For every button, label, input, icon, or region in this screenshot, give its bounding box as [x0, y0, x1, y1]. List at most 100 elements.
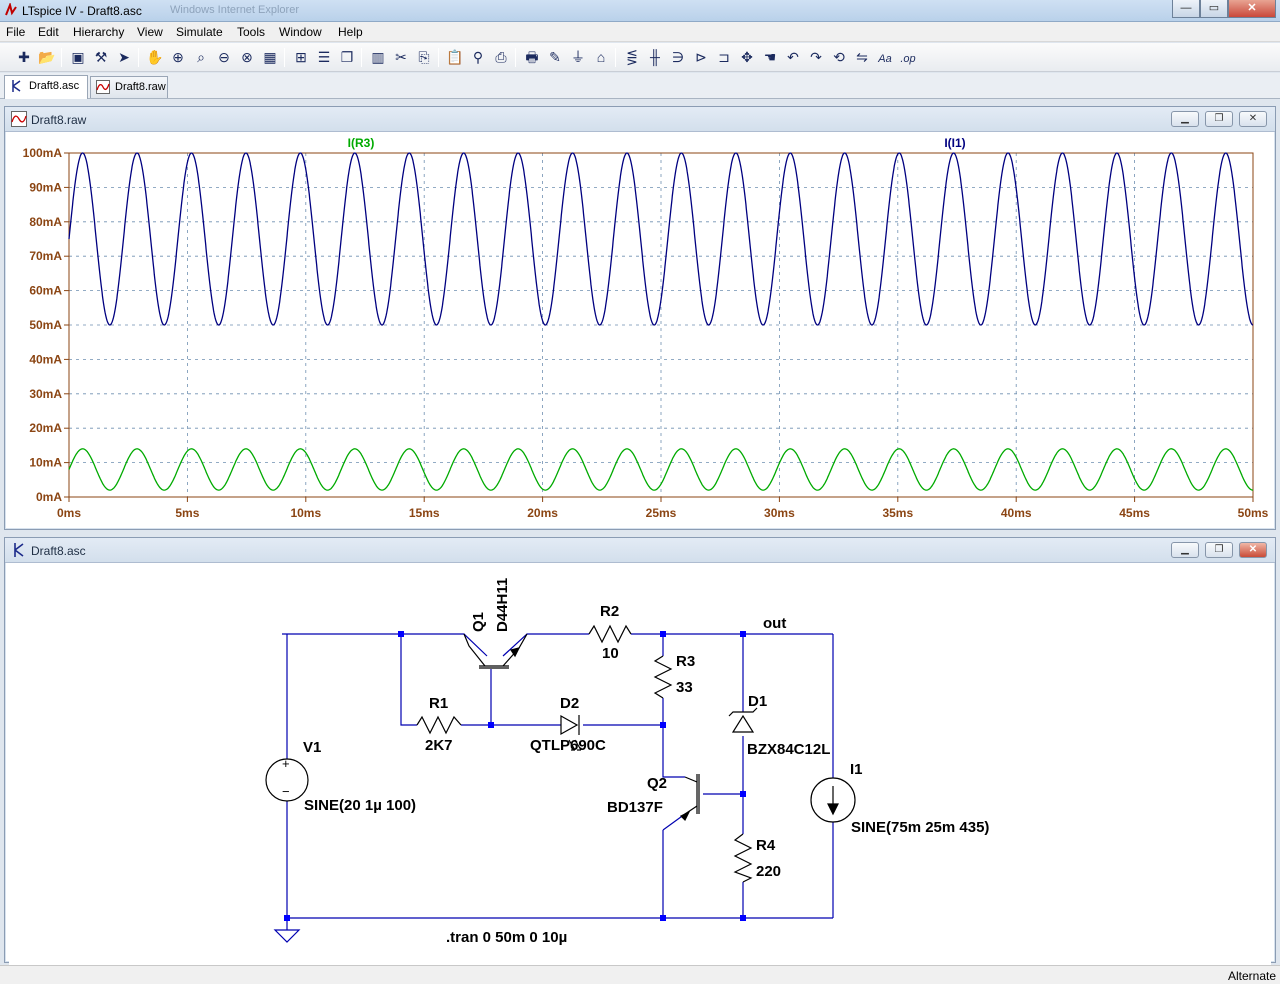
mirror-button[interactable]: ⇋: [852, 47, 872, 67]
plot-restore-button[interactable]: ❐: [1205, 111, 1233, 127]
y-tick-label: 90mA: [29, 180, 62, 194]
paste-button[interactable]: 📋: [445, 47, 465, 67]
halt-button[interactable]: ✋: [145, 47, 165, 67]
zoom-in-icon: ⊕: [172, 49, 184, 65]
move-button[interactable]: ✥: [737, 47, 757, 67]
resistor-r4[interactable]: [733, 833, 753, 883]
plot-close-button[interactable]: ✕: [1239, 111, 1267, 127]
window-titlebar[interactable]: LTspice IV - Draft8.asc Windows Internet…: [0, 0, 1280, 22]
x-tick-label: 5ms: [175, 506, 199, 520]
x-tick-label: 40ms: [1001, 506, 1032, 520]
plot-window-titlebar[interactable]: Draft8.raw ▁ ❐ ✕: [5, 107, 1275, 132]
zoom-fit-button[interactable]: ⊗: [237, 47, 257, 67]
restore-icon: ❐: [1214, 113, 1224, 124]
legend-ii1[interactable]: I(I1): [944, 136, 965, 150]
cascade-button[interactable]: ❐: [337, 47, 357, 67]
find-button[interactable]: ⚲: [468, 47, 488, 67]
zoom-in-button[interactable]: ⊕: [168, 47, 188, 67]
resistor-r2[interactable]: [588, 624, 632, 644]
menu-simulate[interactable]: Simulate: [176, 25, 223, 39]
x-tick-label: 35ms: [882, 506, 913, 520]
zener-d1[interactable]: [728, 707, 758, 733]
junction-dot: [488, 722, 494, 728]
halt-icon: ✋: [146, 49, 164, 65]
x-tick-label: 10ms: [290, 506, 321, 520]
schematic-window-titlebar[interactable]: Draft8.asc ▁ ❐ ✕: [5, 538, 1275, 563]
ground-button[interactable]: ⏚: [568, 47, 588, 67]
schematic-canvas[interactable]: Q1 D44H11 R2 10 out R3 33 R1 2K7 D2 QTLP…: [9, 564, 1271, 968]
menu-help[interactable]: Help: [338, 25, 363, 39]
print-button[interactable]: 🖶: [522, 47, 542, 67]
diode-button[interactable]: ⊳: [691, 47, 711, 67]
text-button[interactable]: Aa: [875, 47, 895, 67]
minimize-button[interactable]: —: [1172, 0, 1200, 18]
led-d2[interactable]: [560, 714, 582, 751]
inductor-button[interactable]: ∋: [668, 47, 688, 67]
zoom-out-icon: ⊖: [218, 49, 230, 65]
drag-icon: ☚: [763, 49, 777, 65]
trace-ii1[interactable]: [68, 152, 1254, 326]
spice-directive[interactable]: .tran 0 50m 0 10µ: [446, 929, 567, 946]
r4-name-label: R4: [756, 837, 776, 854]
junction-dot: [284, 915, 290, 921]
zoom-pan-button[interactable]: ⌕: [191, 47, 211, 67]
menu-view[interactable]: View: [137, 25, 163, 39]
label-net-button[interactable]: ⌂: [591, 47, 611, 67]
schematic-close-button[interactable]: ✕: [1239, 542, 1267, 558]
transistor-q1[interactable]: [463, 633, 528, 669]
new-schematic-button[interactable]: ✚: [14, 47, 34, 67]
save-button[interactable]: ▣: [68, 47, 88, 67]
maximize-button[interactable]: ▭: [1200, 0, 1228, 18]
menu-edit[interactable]: Edit: [38, 25, 59, 39]
open-button[interactable]: 📂: [37, 47, 57, 67]
plot-minimize-button[interactable]: ▁: [1171, 111, 1199, 127]
cut-button[interactable]: ✂: [391, 47, 411, 67]
tile-vertical-button[interactable]: ▥: [368, 47, 388, 67]
resistor-r3[interactable]: [653, 655, 673, 699]
resistor-r1[interactable]: [416, 715, 462, 735]
capacitor-button[interactable]: ╫: [645, 47, 665, 67]
print-preview-button[interactable]: ⎙: [491, 47, 511, 67]
grid-button[interactable]: ⊞: [291, 47, 311, 67]
tile-horizontal-button[interactable]: ☰: [314, 47, 334, 67]
resistor-button[interactable]: ⋚: [622, 47, 642, 67]
control-panel-button[interactable]: ⚒: [91, 47, 111, 67]
schematic-icon: [11, 542, 27, 561]
schematic-minimize-button[interactable]: ▁: [1171, 542, 1199, 558]
tab-draft8-raw[interactable]: Draft8.raw: [90, 76, 168, 98]
copy-icon: ⎘: [418, 49, 430, 65]
copy-button[interactable]: ⎘: [414, 47, 434, 67]
redo-button[interactable]: ↷: [806, 47, 826, 67]
current-source-i1[interactable]: [810, 777, 856, 823]
status-bar: Alternate: [0, 965, 1280, 984]
circuit-diagram[interactable]: Q1 D44H11 R2 10 out R3 33 R1 2K7 D2 QTLP…: [9, 564, 1271, 962]
run-button[interactable]: ➤: [114, 47, 134, 67]
trace-ir3[interactable]: [68, 448, 1253, 491]
undo-button[interactable]: ↶: [783, 47, 803, 67]
transistor-q2[interactable]: [679, 774, 700, 822]
rotate-button[interactable]: ⟲: [829, 47, 849, 67]
undo-icon: ↶: [787, 49, 799, 65]
toolbar-separator: [515, 48, 516, 67]
draw-wire-button[interactable]: ✎: [545, 47, 565, 67]
menu-file[interactable]: File: [6, 25, 26, 39]
junction-dot: [740, 631, 746, 637]
menu-hierarchy[interactable]: Hierarchy: [73, 25, 125, 39]
zoom-out-button[interactable]: ⊖: [214, 47, 234, 67]
tab-draft8-asc[interactable]: Draft8.asc: [4, 75, 88, 99]
component-button[interactable]: ⊐: [714, 47, 734, 67]
drag-button[interactable]: ☚: [760, 47, 780, 67]
legend-ir3[interactable]: I(R3): [348, 136, 375, 150]
menu-window[interactable]: Window: [279, 25, 322, 39]
r1-value-label: 2K7: [425, 737, 453, 754]
menu-tools[interactable]: Tools: [237, 25, 266, 39]
voltage-source-v1[interactable]: [265, 758, 309, 802]
close-button[interactable]: ✕: [1228, 0, 1276, 18]
save-icon: ▣: [71, 49, 85, 65]
schematic-restore-button[interactable]: ❐: [1205, 542, 1233, 558]
autorange-button[interactable]: ▦: [260, 47, 280, 67]
spice-directive-button[interactable]: .op: [898, 47, 918, 67]
d1-value-label: BZX84C12L: [747, 741, 830, 758]
